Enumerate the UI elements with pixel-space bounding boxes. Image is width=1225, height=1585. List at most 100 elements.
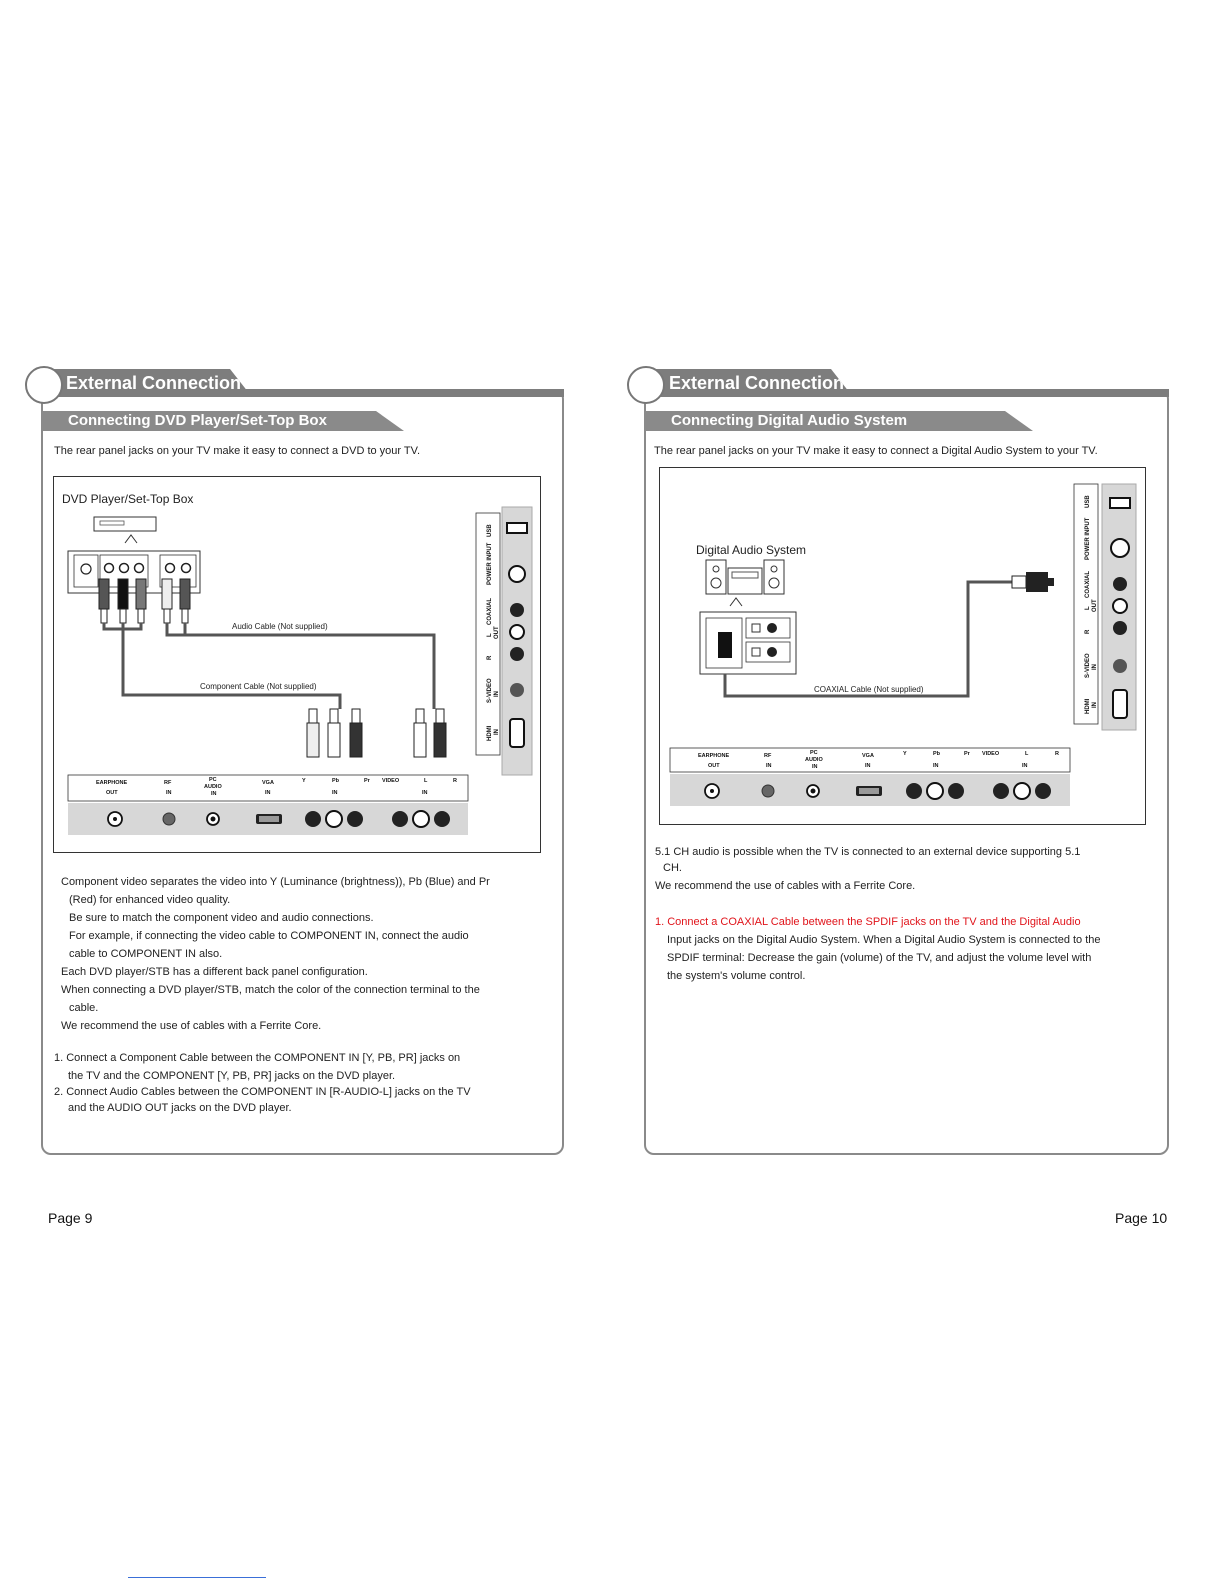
svg-text:PC: PC [209,777,217,783]
left-step: the TV and the COMPONENT [Y, PB, PR] jac… [68,1070,396,1082]
left-paragraph: cable. [69,1002,99,1014]
right-paragraph: We recommend the use of cables with a Fe… [655,880,916,892]
svg-text:PC: PC [810,750,818,756]
svg-text:COAXIAL: COAXIAL [1085,571,1091,598]
audio-cable-label: Audio Cable (Not supplied) [232,622,328,631]
svg-text:EARPHONE: EARPHONE [698,753,730,759]
right-page-number: Page 10 [1115,1210,1168,1226]
svg-text:AUDIO: AUDIO [805,757,823,763]
component-cable-label: Component Cable (Not supplied) [200,682,317,691]
svg-text:R: R [453,778,457,784]
right-header-circle-icon [627,366,665,404]
tv-side-panel: USB POWER INPUT COAXIAL L OUT R S-VIDEO … [475,506,533,776]
right-step: 1. Connect a COAXIAL Cable between the S… [655,916,1081,928]
svg-text:L: L [1085,606,1091,610]
right-step: Input jacks on the Digital Audio System.… [667,934,1101,946]
svg-text:VGA: VGA [262,780,274,786]
left-step: and the AUDIO OUT jacks on the DVD playe… [68,1102,292,1114]
svg-text:IN: IN [1022,763,1028,769]
svg-text:IN: IN [166,790,172,796]
svg-text:IN: IN [1092,664,1098,670]
left-section-title: External Connection [40,369,252,397]
svg-text:L: L [424,778,428,784]
right-paragraph: 5.1 CH audio is possible when the TV is … [655,846,1081,858]
left-paragraph: (Red) for enhanced video quality. [69,894,231,906]
left-intro-text: The rear panel jacks on your TV make it … [54,445,421,457]
svg-text:USB: USB [1085,495,1091,508]
right-description: 5.1 CH audio is possible when the TV is … [655,843,1160,895]
svg-text:POWER INPUT: POWER INPUT [1085,517,1091,560]
svg-text:IN: IN [1092,702,1098,708]
right-connection-diagram: Digital Audio System [659,467,1146,825]
dvd-player-icon [93,516,157,544]
svg-text:OUT: OUT [106,790,118,796]
svg-text:IN: IN [265,790,271,796]
right-step: SPDIF terminal: Decrease the gain (volum… [667,952,1092,964]
svg-text:POWER INPUT: POWER INPUT [487,542,493,585]
left-page-number: Page 9 [48,1210,93,1226]
left-paragraph: Be sure to match the component video and… [69,912,374,924]
right-step: the system's volume control. [667,970,806,982]
svg-text:IN: IN [865,763,871,769]
audio-device-label: Digital Audio System [696,543,806,557]
svg-text:L: L [1025,751,1029,757]
left-steps: 1. Connect a Component Cable between the… [54,1049,554,1117]
left-step: 2. Connect Audio Cables between the COMP… [54,1086,471,1098]
svg-text:HDMI: HDMI [487,725,493,741]
svg-text:IN: IN [332,790,338,796]
svg-text:R: R [1055,751,1059,757]
tv-component-plugs [306,708,447,758]
svg-text:S-VIDEO: S-VIDEO [487,678,493,703]
svg-text:AUDIO: AUDIO [204,784,222,790]
svg-text:IN: IN [211,791,217,797]
svg-text:Pb: Pb [332,778,340,784]
right-subsection-title: Connecting Digital Audio System [645,411,1033,431]
svg-text:RF: RF [164,780,172,786]
svg-text:S-VIDEO: S-VIDEO [1085,653,1091,678]
coaxial-cable-label: COAXIAL Cable (Not supplied) [814,685,924,694]
right-paragraph: CH. [663,862,682,874]
dvd-connection-svg: DVD Player/Set-Top Box [62,492,533,835]
left-connection-diagram: DVD Player/Set-Top Box [53,476,541,853]
svg-text:Y: Y [903,751,907,757]
svg-text:OUT: OUT [1092,599,1098,612]
left-paragraph: For example, if connecting the video cab… [69,930,469,942]
audio-connection-svg: Digital Audio System [669,483,1137,806]
left-header-bar [41,389,564,397]
left-paragraph: Component video separates the video into… [61,876,490,888]
stereo-system-icon [705,559,785,607]
left-paragraph: cable to COMPONENT IN also. [69,948,223,960]
footer-line [128,1577,266,1578]
svg-text:L: L [487,633,493,637]
dvd-side-plugs [98,578,191,624]
svg-text:Pr: Pr [964,751,971,757]
svg-text:RF: RF [764,753,772,759]
svg-text:USB: USB [487,524,493,537]
svg-text:IN: IN [422,790,428,796]
svg-text:R: R [487,655,493,660]
audio-back-panel [699,611,797,675]
svg-text:HDMI: HDMI [1085,698,1091,714]
left-header-circle-icon [25,366,63,404]
svg-text:Pb: Pb [933,751,941,757]
dvd-device-label: DVD Player/Set-Top Box [62,492,193,506]
left-paragraph: Each DVD player/STB has a different back… [61,966,368,978]
left-paragraph: When connecting a DVD player/STB, match … [61,984,480,996]
svg-text:IN: IN [933,763,939,769]
right-steps: 1. Connect a COAXIAL Cable between the S… [655,913,1165,931]
svg-text:VGA: VGA [862,753,874,759]
svg-text:OUT: OUT [708,763,720,769]
svg-text:R: R [1085,629,1091,634]
right-section-title: External Connection [643,369,853,397]
svg-text:IN: IN [494,691,500,697]
right-intro-text: The rear panel jacks on your TV make it … [654,445,1098,457]
svg-text:IN: IN [812,764,818,770]
svg-text:OUT: OUT [494,626,500,639]
svg-text:VIDEO: VIDEO [382,778,400,784]
svg-text:IN: IN [766,763,772,769]
left-paragraph: We recommend the use of cables with a Fe… [61,1020,322,1032]
svg-text:IN: IN [494,729,500,735]
svg-text:EARPHONE: EARPHONE [96,780,128,786]
